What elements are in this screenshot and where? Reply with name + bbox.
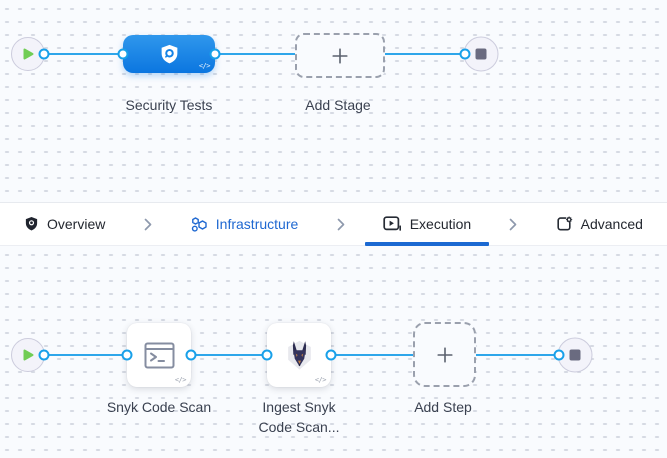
port-dot (261, 349, 273, 361)
stage-label: Security Tests (125, 97, 213, 113)
gear-square-icon (556, 216, 573, 232)
port-dot (185, 349, 197, 361)
step-node-snyk-code-scan[interactable]: </> (127, 323, 191, 387)
tab-label: Execution (409, 216, 472, 232)
execution-step-canvas: </> Snyk Code Scan </> (0, 246, 667, 458)
stage-config-tabbar: Overview Infrastructure (0, 202, 667, 246)
plus-icon (330, 46, 350, 66)
step-node-ingest-snyk[interactable]: </> (267, 323, 331, 387)
shield-icon (24, 216, 39, 232)
port-dot (325, 349, 337, 361)
play-square-icon (383, 216, 402, 232)
hexagons-icon (190, 216, 208, 233)
active-tab-underline (364, 242, 490, 246)
code-icon: </> (174, 376, 187, 384)
add-stage-label: Add Stage (305, 97, 371, 113)
stage-node-security-tests[interactable]: </> (123, 35, 215, 73)
tab-overview[interactable]: Overview (24, 203, 105, 245)
stop-icon (475, 48, 487, 60)
stop-icon (569, 349, 581, 361)
chevron-right-icon (144, 203, 152, 245)
add-step-label: Add Step (414, 399, 472, 415)
step-label: Ingest Snyk Code Scan... (229, 397, 369, 437)
add-step-button[interactable] (413, 322, 476, 387)
tab-label: Overview (47, 216, 106, 232)
port-dot (121, 349, 133, 361)
stage-edge (40, 53, 470, 55)
tab-advanced[interactable]: Advanced (556, 203, 643, 245)
play-icon (23, 349, 34, 361)
port-dot (459, 48, 471, 60)
tab-infrastructure[interactable]: Infrastructure (190, 203, 298, 245)
shield-scan-icon (158, 43, 181, 66)
code-icon: </> (314, 376, 327, 384)
port-dot (209, 48, 221, 60)
port-dot (38, 349, 50, 361)
step-label: Snyk Code Scan (106, 399, 212, 415)
plus-icon (435, 345, 455, 365)
play-icon (23, 48, 34, 60)
snyk-dog-icon (284, 338, 315, 372)
step-label-line2: Code Scan... (258, 419, 340, 435)
tab-label: Advanced (580, 216, 643, 232)
port-dot (553, 349, 565, 361)
port-dot (117, 48, 129, 60)
port-dot (38, 48, 50, 60)
tab-label: Infrastructure (215, 216, 299, 232)
step-label-line1: Ingest Snyk (262, 399, 336, 415)
code-icon: </> (198, 62, 211, 70)
pipeline-end-node (463, 36, 499, 72)
stage-graph-canvas: </> Security Tests Add Stage (0, 0, 667, 202)
chevron-right-icon (509, 203, 517, 245)
add-stage-button[interactable] (295, 33, 385, 78)
chevron-right-icon (337, 203, 345, 245)
tab-execution[interactable]: Execution (364, 203, 490, 246)
terminal-icon (144, 342, 175, 369)
